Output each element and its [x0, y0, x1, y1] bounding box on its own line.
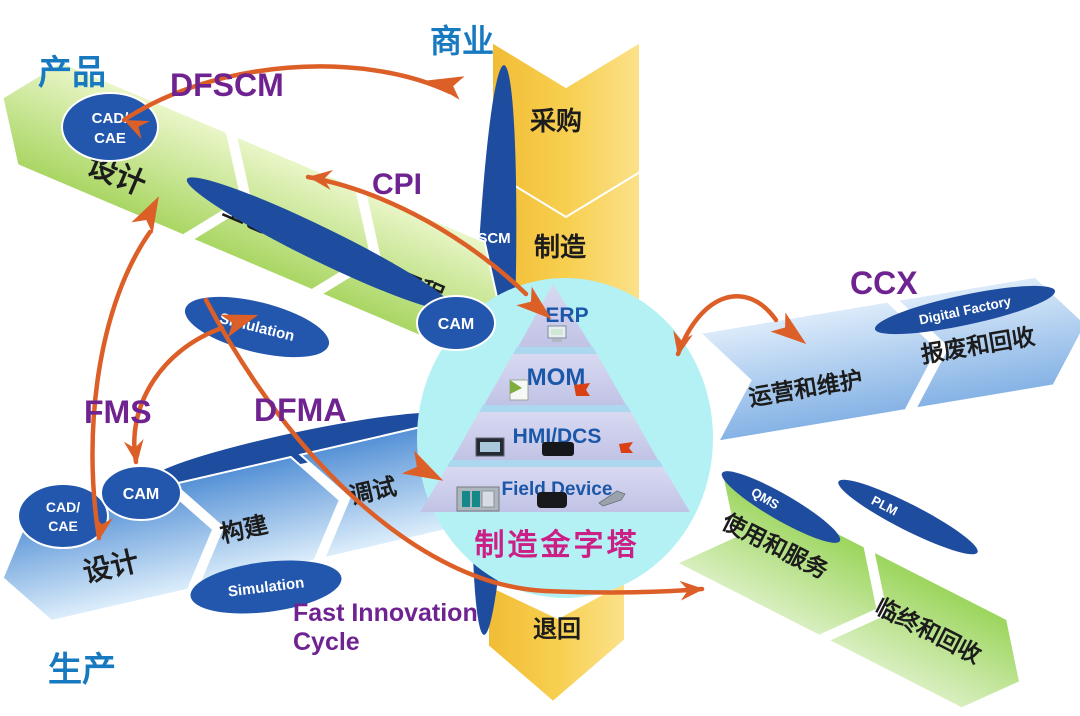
business-segment-return	[487, 580, 626, 704]
manufacturing-pyramid: ERP MOM HMI/DCS Field Device	[420, 284, 690, 562]
dfma-label: DFMA	[254, 392, 346, 428]
cpi-arrow	[305, 169, 552, 320]
service-band: 使用和服务 临终和回收	[674, 472, 1022, 710]
fms-arrow	[123, 314, 259, 465]
ccx-band: 运营和维护 报废和回收	[697, 275, 1080, 443]
fast-innovation-sweep-arrow	[203, 297, 705, 601]
cad-cae-line1: CAD/	[92, 110, 129, 127]
field-device-label: Field Device	[502, 479, 613, 500]
product-band-navy-leaf	[186, 177, 454, 311]
field-device-icon	[537, 492, 567, 508]
production-corner-label: 生产	[48, 651, 116, 689]
mom-red-icon	[574, 383, 590, 396]
sensor-icon	[598, 490, 626, 507]
fms-label: FMS	[84, 394, 152, 430]
procure-label: 采购	[530, 106, 582, 136]
hmi-panel-icon	[475, 437, 505, 457]
fast-innovation-label-line1: Fast Innovation	[293, 599, 478, 627]
cad-cae-line2: CAE	[48, 518, 78, 534]
simulation-badge-production: Simulation	[190, 560, 342, 614]
erp-computer-icon	[547, 325, 567, 342]
service-segment-use-service	[674, 472, 879, 637]
cam-label: CAM	[123, 486, 159, 503]
production-band: 设计 构建 调试	[1, 424, 478, 623]
maintenance-loop-arrow	[673, 294, 807, 357]
production-segment-build	[171, 455, 341, 589]
fast-innovation-label-line2: Cycle	[293, 628, 360, 656]
pyramid-title: 制造金字塔	[475, 528, 640, 562]
cam-label: CAM	[438, 316, 474, 333]
pyramid-level-erp	[518, 284, 592, 347]
cam-badge-production: CAM	[100, 465, 182, 521]
plm-leaf: PLM	[838, 479, 978, 555]
cad-cae-badge-production: CAD/ CAE	[17, 483, 109, 549]
design-feedback-arrow	[90, 196, 159, 541]
simulation-badge-product: Simulation	[184, 296, 330, 358]
pyramid-separator	[479, 405, 631, 412]
dfscm-arrow	[121, 64, 465, 140]
hmi-dcs-label: HMI/DCS	[513, 425, 602, 448]
hmi-device-icon	[542, 442, 574, 456]
ccx-label: CCX	[850, 265, 918, 301]
hmi-red-icon	[619, 442, 633, 453]
cad-cae-line1: CAD/	[46, 499, 80, 515]
cad-cae-badge-product: CAD/ CAE	[61, 92, 159, 162]
plc-icon	[456, 486, 500, 512]
mom-document-icon	[509, 379, 529, 401]
flow-arrows	[90, 64, 807, 601]
pyramid-separator	[447, 460, 663, 467]
return-label: 退回	[533, 616, 581, 643]
cpi-label: CPI	[372, 168, 422, 201]
erp-label: ERP	[545, 304, 588, 327]
pyramid-separator	[513, 347, 597, 354]
business-corner-label: 商业	[430, 23, 494, 59]
cam-badge-product: CAM	[416, 295, 496, 351]
ccx-segment-operations	[697, 300, 940, 443]
service-segment-end-of-life	[825, 549, 1022, 710]
product-corner-label: 产品	[38, 54, 106, 92]
dfscm-label: DFSCM	[170, 67, 284, 103]
production-band-navy-leaf	[150, 412, 448, 484]
cad-cae-line2: CAE	[94, 130, 126, 147]
manufacture-label: 制造	[534, 232, 586, 262]
